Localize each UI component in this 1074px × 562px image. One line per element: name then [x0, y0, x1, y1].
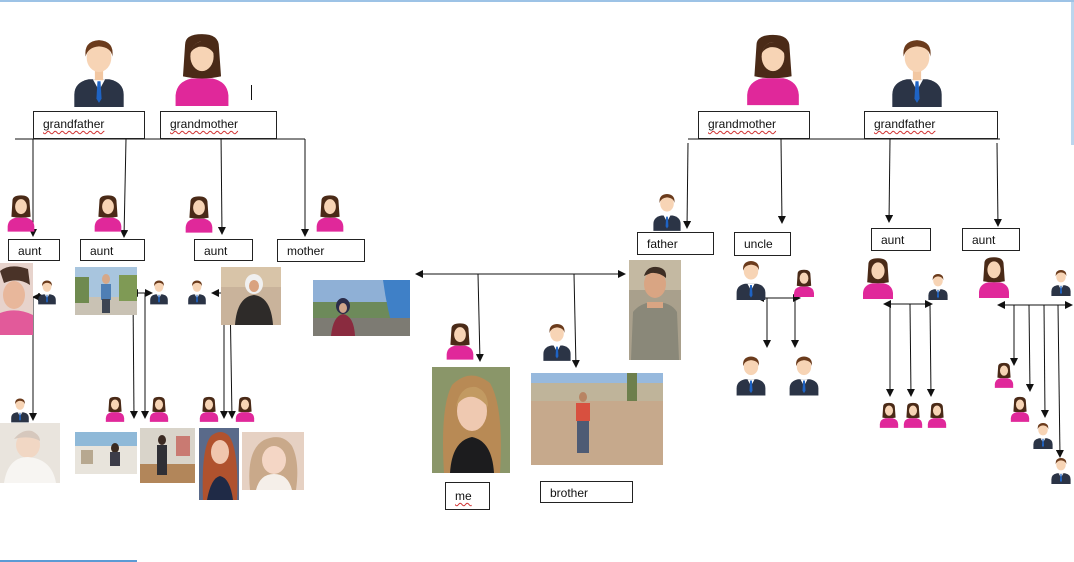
- female-person-icon: [7, 195, 35, 232]
- female-person-icon: [927, 402, 947, 428]
- label-brother: brother: [540, 481, 633, 503]
- photo-cousin-3: [140, 428, 195, 483]
- male-person-icon: [1051, 458, 1071, 484]
- male-person-icon: [736, 356, 766, 396]
- photo-me: [432, 367, 510, 473]
- photo-father: [629, 260, 681, 360]
- label-aunt-4: aunt: [871, 228, 931, 251]
- male-person-icon: [150, 280, 168, 305]
- label-aunt-1: aunt: [8, 239, 60, 261]
- label-aunt-3: aunt: [194, 239, 253, 261]
- male-person-icon: [736, 261, 766, 300]
- female-person-icon: [199, 396, 219, 422]
- male-person-icon: [1033, 423, 1053, 449]
- female-person-icon: [105, 396, 125, 422]
- male-person-icon: [653, 194, 681, 231]
- male-person-icon: [11, 398, 29, 423]
- female-person-icon: [979, 257, 1009, 298]
- photo-cousin-4: [199, 428, 239, 500]
- female-person-icon: [794, 269, 814, 297]
- female-person-icon: [94, 195, 122, 232]
- label-aunt-5: aunt: [962, 228, 1020, 251]
- label-right-grandmother: grandmother: [698, 111, 810, 139]
- top-border: [0, 0, 1074, 2]
- photo-aunt-3: [221, 267, 281, 325]
- label-left-grandmother: grandmother: [160, 111, 277, 139]
- text-cursor: [251, 85, 252, 100]
- female-person-icon: [446, 323, 474, 360]
- label-mother: mother: [277, 239, 365, 262]
- photo-cousin-2: [75, 432, 137, 474]
- male-person-icon: [928, 274, 948, 300]
- photo-brother: [531, 373, 663, 465]
- photo-aunt-1: [0, 263, 33, 335]
- female-person-icon: [994, 362, 1014, 388]
- female-person-icon: [235, 396, 255, 422]
- scrollbar-edge: [1071, 2, 1074, 145]
- male-person-icon: [892, 40, 942, 107]
- photo-mother: [313, 280, 410, 336]
- female-person-icon: [863, 258, 893, 299]
- male-person-icon: [38, 280, 56, 305]
- photo-cousin-5: [242, 432, 304, 490]
- female-person-icon: [316, 195, 344, 232]
- photo-aunt-2-husband: [75, 267, 137, 315]
- female-person-icon: [175, 34, 229, 106]
- male-person-icon: [188, 280, 206, 305]
- female-person-icon: [879, 402, 899, 428]
- male-person-icon: [543, 324, 571, 361]
- male-person-icon: [789, 356, 819, 396]
- label-uncle: uncle: [734, 232, 791, 256]
- bottom-border: [0, 560, 137, 562]
- female-person-icon: [185, 196, 213, 233]
- label-aunt-2: aunt: [80, 239, 145, 261]
- label-right-grandfather: grandfather: [864, 111, 998, 139]
- female-person-icon: [903, 402, 923, 428]
- label-father: father: [637, 232, 714, 255]
- male-person-icon: [1051, 270, 1071, 296]
- label-me: me: [445, 482, 490, 510]
- label-left-grandfather: grandfather: [33, 111, 145, 139]
- female-person-icon: [1010, 396, 1030, 422]
- male-person-icon: [74, 40, 124, 107]
- photo-cousin-baby: [0, 423, 60, 483]
- female-person-icon: [747, 34, 799, 106]
- female-person-icon: [149, 396, 169, 422]
